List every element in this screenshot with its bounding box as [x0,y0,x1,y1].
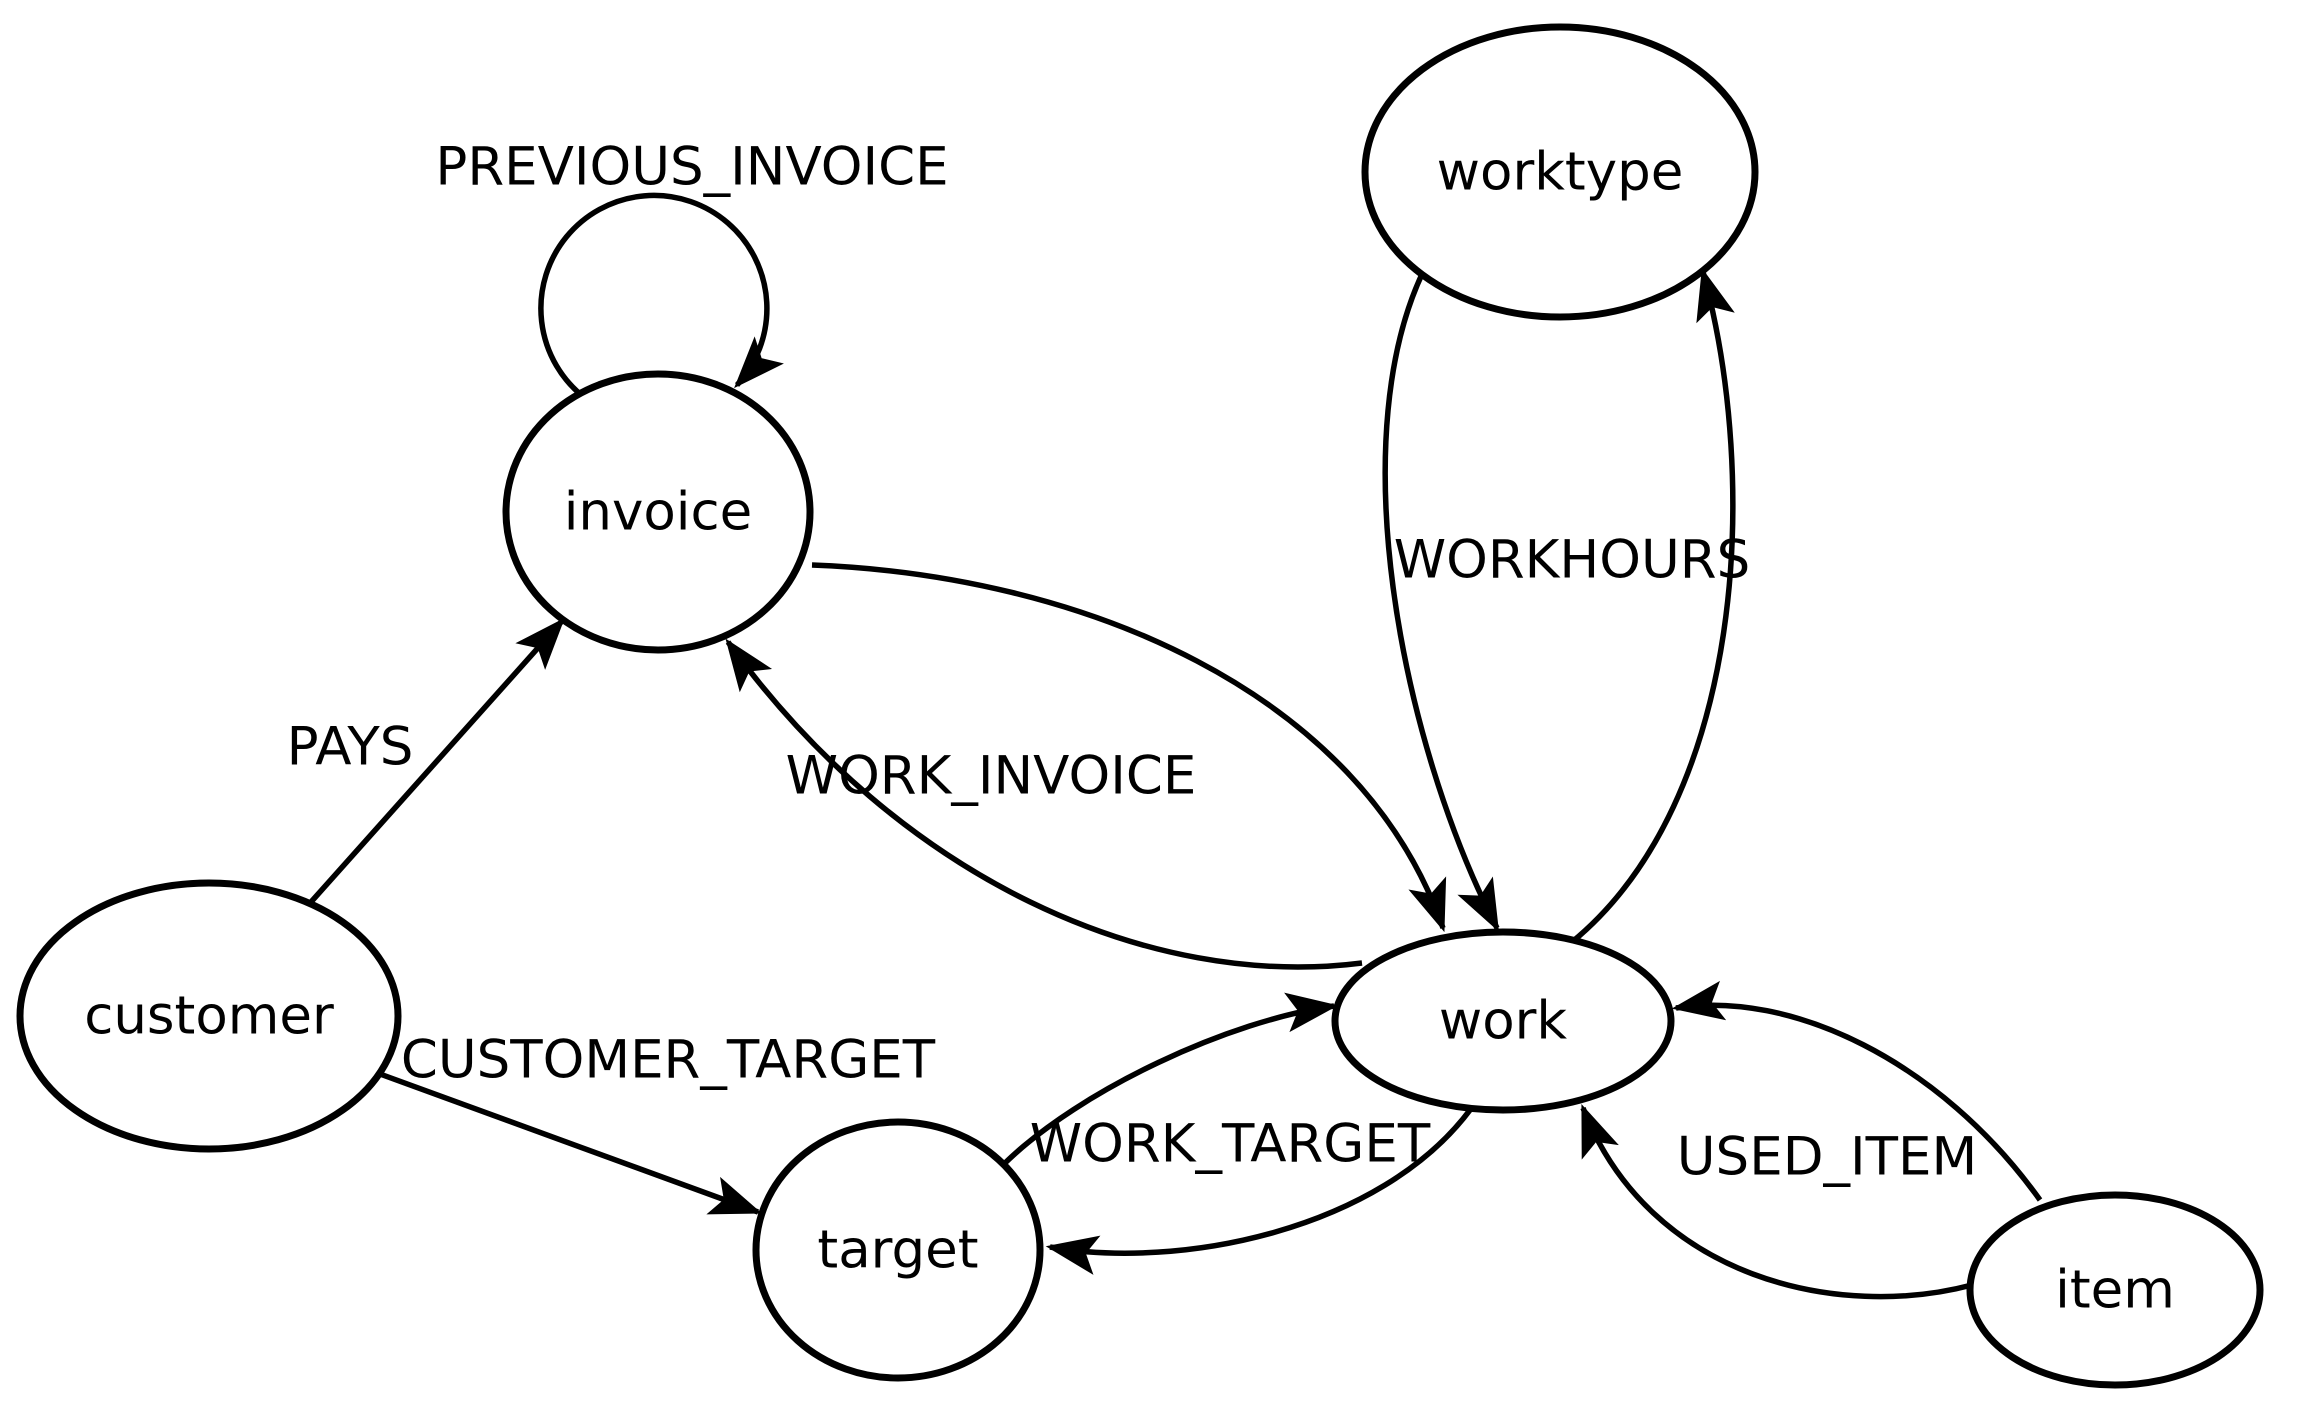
node-label-work: work [1439,991,1568,1052]
edge-label-pays: PAYS [287,717,414,778]
edge-label-customer-target: CUSTOMER_TARGET [401,1030,936,1091]
edge-used-item-upper [1671,980,2043,1202]
edge-previous-invoice [538,192,784,401]
edge-customer-target [379,1071,763,1215]
edge-workhours-down [1382,260,1500,932]
node-label-customer: customer [84,986,334,1047]
node-invoice [502,370,814,654]
edge-label-previous-invoice: PREVIOUS_INVOICE [435,137,948,198]
edge-label-work-invoice-out: WORK_INVOICE [786,746,1197,807]
nodes-layer [16,23,2264,1389]
edge-work-invoice-back [725,638,1363,970]
edge-work-target-out [1045,1108,1473,1275]
node-label-invoice: invoice [564,482,753,543]
node-target [752,1118,1044,1382]
edge-label-work-target-in: WORK_TARGET [1030,1114,1431,1175]
edge-label-used-item-upper: USED_ITEM [1677,1127,1977,1188]
edge-pays [308,617,565,904]
edge-used-item-lower [1580,1103,1973,1300]
edge-workhours-up [1570,267,1736,945]
node-customer [16,879,402,1153]
edge-work-target-in [1003,992,1339,1165]
edge-label-workhours-down: WORKHOURS [1394,530,1751,591]
node-worktype [1361,23,1759,321]
node-item [1966,1191,2264,1389]
node-work [1331,928,1675,1114]
edge-work-invoice-out [811,562,1447,933]
labels-layer: PREVIOUS_INVOICE PAYS WORK_INVOICE WORKHOUR… [84,137,2175,1321]
node-label-worktype: worktype [1437,142,1684,203]
node-label-item: item [2055,1260,2175,1321]
edges-layer [308,192,2043,1300]
node-label-target: target [817,1220,978,1281]
